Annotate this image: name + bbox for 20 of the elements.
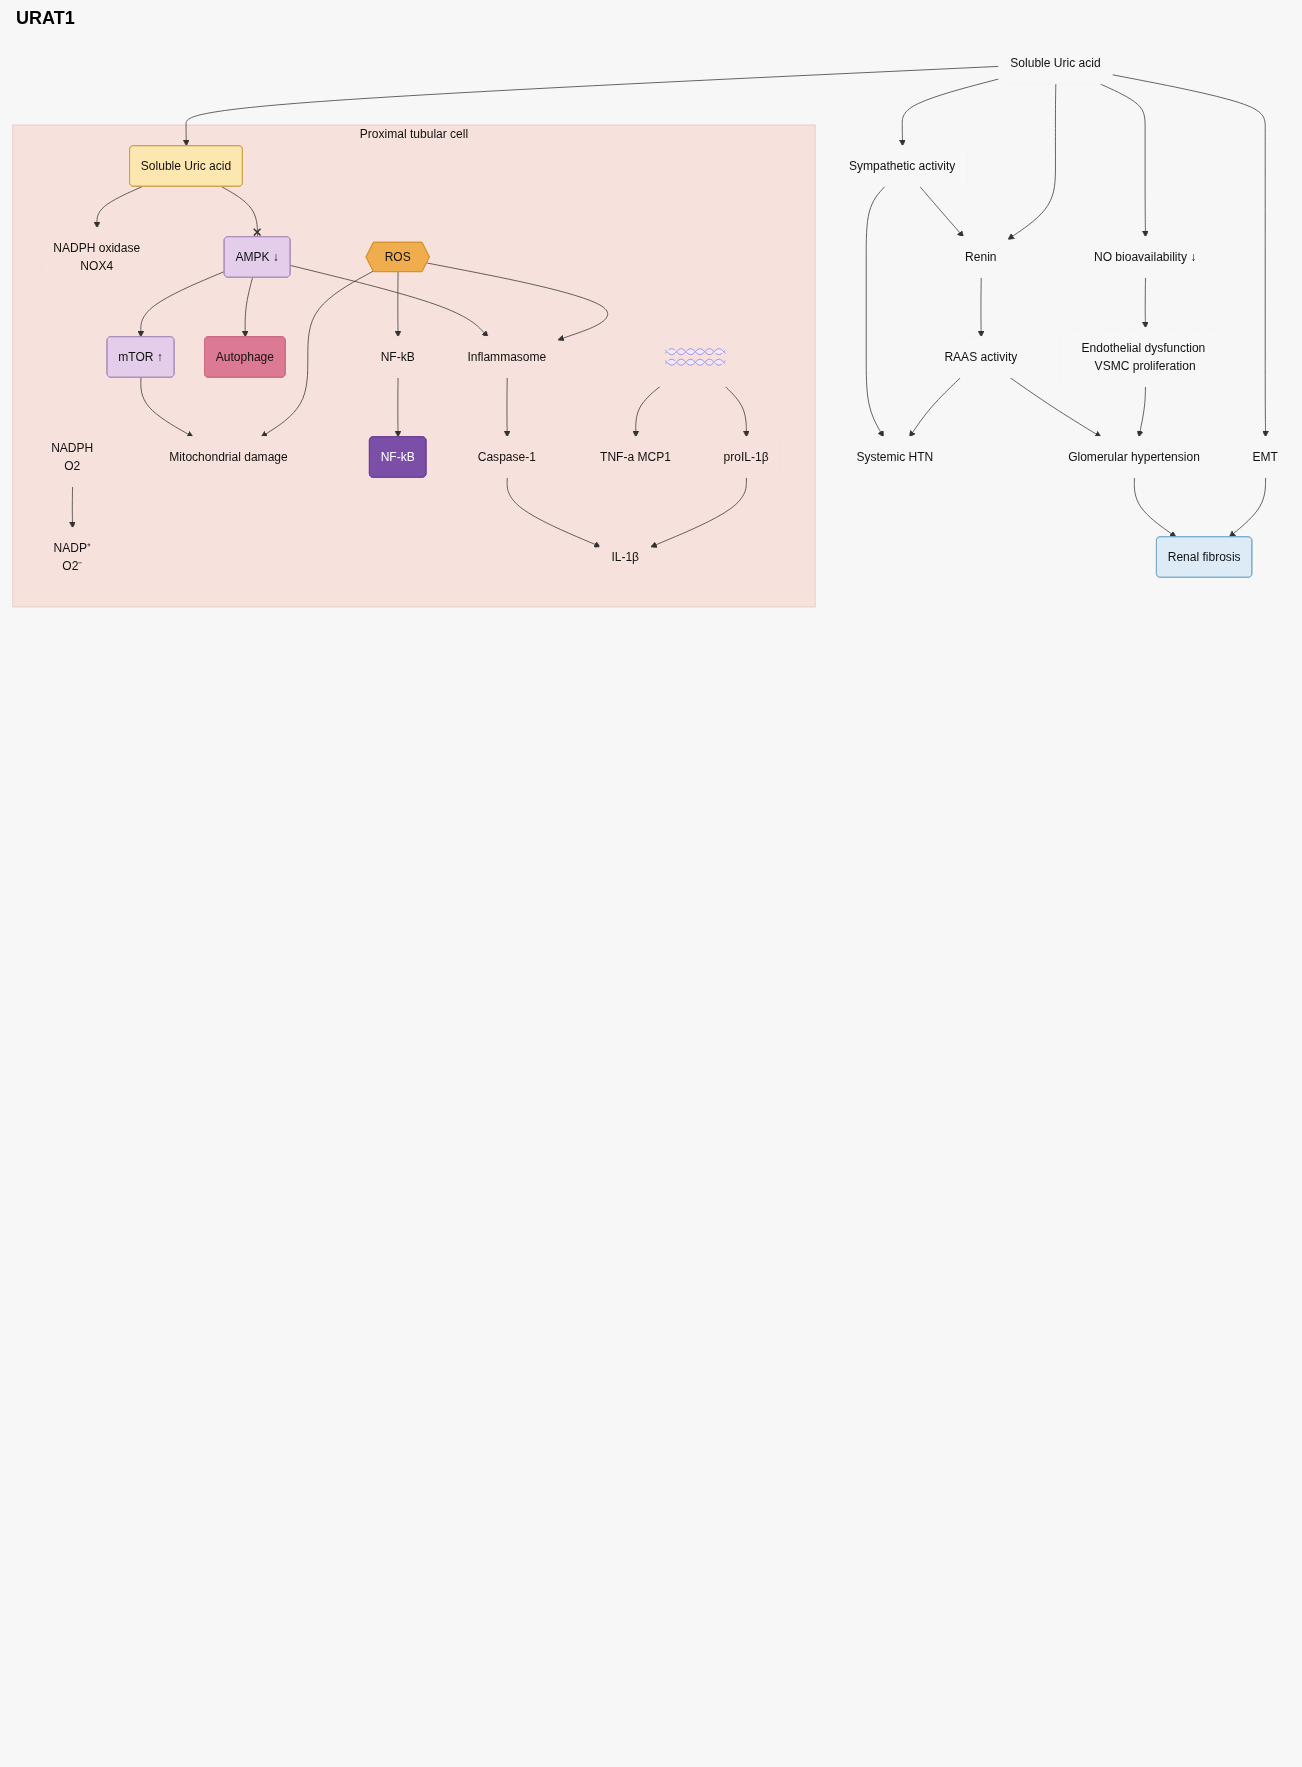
node-text: Soluble Uric acid <box>1010 56 1101 70</box>
node-text: Caspase-1 <box>477 450 536 463</box>
node-text: Systemic HTN <box>856 450 934 463</box>
node-text: IL-1β <box>611 550 640 563</box>
node-text: proIL-1β <box>723 450 769 463</box>
node-text: Glomerular hypertension <box>1068 450 1200 463</box>
node-text: NF-kB <box>380 350 415 363</box>
node-text: NO bioavailability ↓ <box>1093 250 1197 263</box>
node-text: EMT <box>1252 450 1278 463</box>
transporter-label: URAT1 <box>16 8 75 28</box>
node-text: Sympathetic activity <box>849 159 956 172</box>
node-text: TNF-a MCP1 <box>600 450 671 463</box>
node-text: Inflammasome <box>467 350 547 363</box>
node-text: NADPH O2 <box>51 441 94 473</box>
node-text: NADP⁺ O2⁻ <box>53 541 91 573</box>
node-text: Mitochondrial damage <box>169 450 288 463</box>
node-text: NADPH oxidase NOX4 <box>53 241 141 272</box>
node-text: Endothelial dysfunction VSMC proliferation <box>1081 341 1206 372</box>
node-text: RAAS activity <box>944 350 1018 363</box>
node-text: Renin <box>965 250 997 263</box>
